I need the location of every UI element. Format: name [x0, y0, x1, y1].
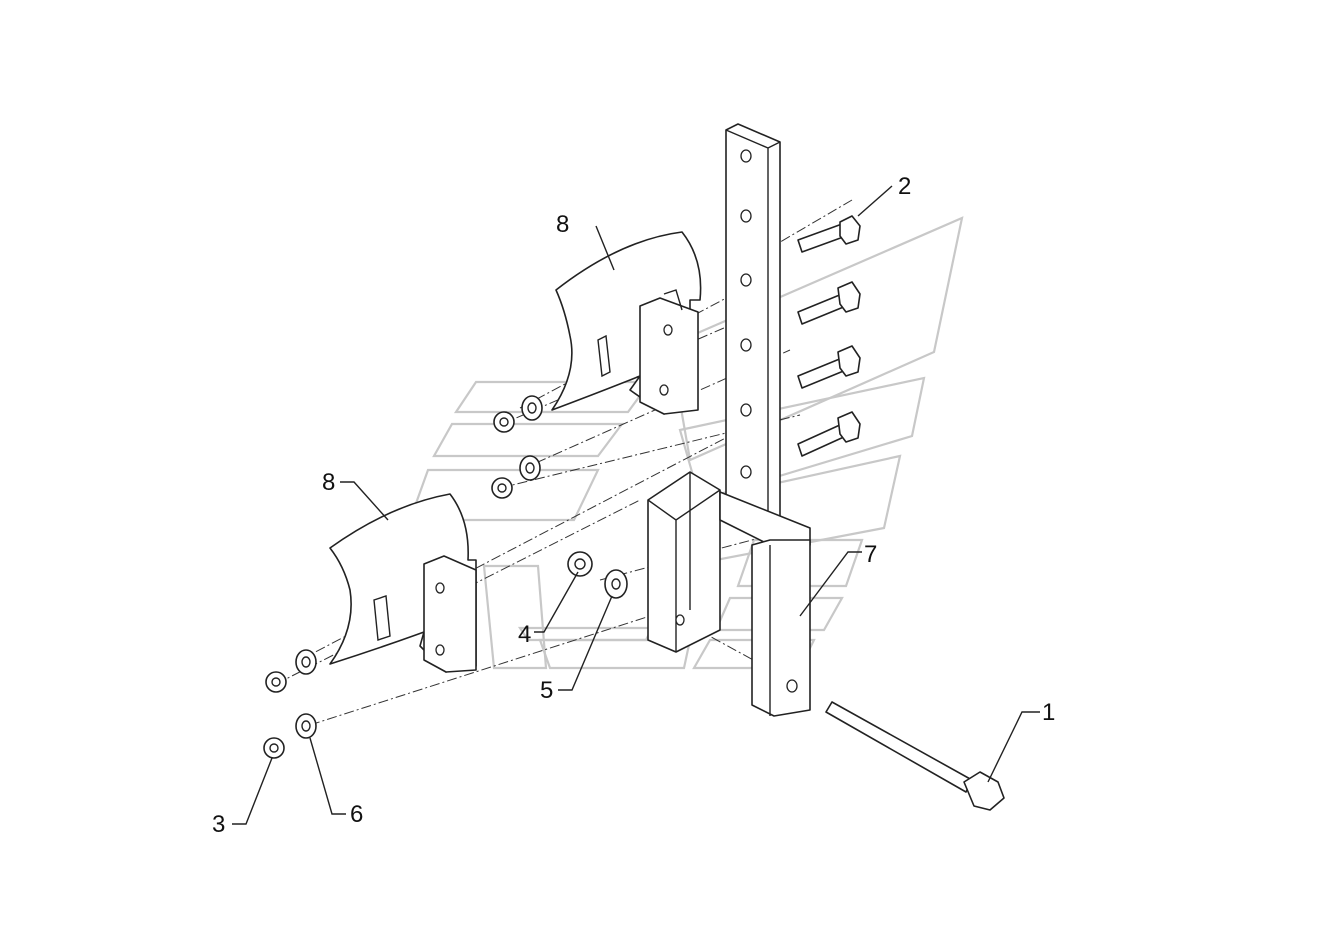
- washer: [295, 713, 317, 739]
- callout-7: 7: [864, 541, 877, 568]
- nut: [491, 477, 513, 499]
- callout-1: 1: [1042, 699, 1055, 726]
- nuts-and-washers: [263, 395, 628, 759]
- nut: [567, 551, 593, 577]
- nut: [263, 737, 285, 759]
- short-bolt: [797, 345, 861, 389]
- short-bolt: [797, 411, 861, 457]
- callout-3: 3: [212, 811, 225, 838]
- lower-curved-plate: [329, 493, 477, 673]
- callout-4: 4: [518, 621, 531, 648]
- washer: [521, 395, 543, 421]
- callout-8-upper: 8: [556, 211, 569, 238]
- callout-5: 5: [540, 677, 553, 704]
- watermark: [408, 216, 964, 670]
- lower-bracket: [647, 471, 811, 717]
- leader-lines: [232, 185, 1040, 825]
- upper-curved-plate: [551, 231, 702, 415]
- callout-8-lower: 8: [322, 469, 335, 496]
- nut: [493, 411, 515, 433]
- nut: [265, 671, 287, 693]
- callout-labels: 1 2 3 4 5 6 7 8 8: [212, 173, 1055, 838]
- short-bolt: [797, 281, 861, 325]
- washer: [519, 455, 541, 481]
- short-bolt: [797, 215, 861, 253]
- washer: [295, 649, 317, 675]
- callout-6: 6: [350, 801, 363, 828]
- vertical-bar: [725, 123, 781, 521]
- callout-2: 2: [898, 173, 911, 200]
- washer: [604, 569, 628, 599]
- long-bolt: [825, 701, 1005, 811]
- short-bolts: [797, 215, 861, 457]
